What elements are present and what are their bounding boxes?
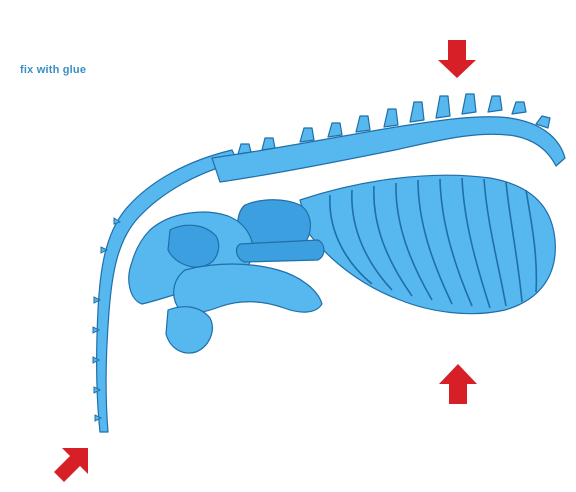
- press-up-arrow-bottom: [439, 364, 477, 404]
- press-down-arrow-top: [438, 40, 476, 78]
- up-right-arrow-icon: [54, 448, 88, 482]
- lower-leg-bar: [237, 240, 324, 262]
- skeleton-model: [93, 94, 565, 432]
- tail-tip-arrow: [54, 448, 88, 482]
- foot: [166, 307, 212, 353]
- hind-leg: [174, 264, 322, 313]
- down-arrow-icon: [438, 40, 476, 78]
- up-arrow-icon: [439, 364, 477, 404]
